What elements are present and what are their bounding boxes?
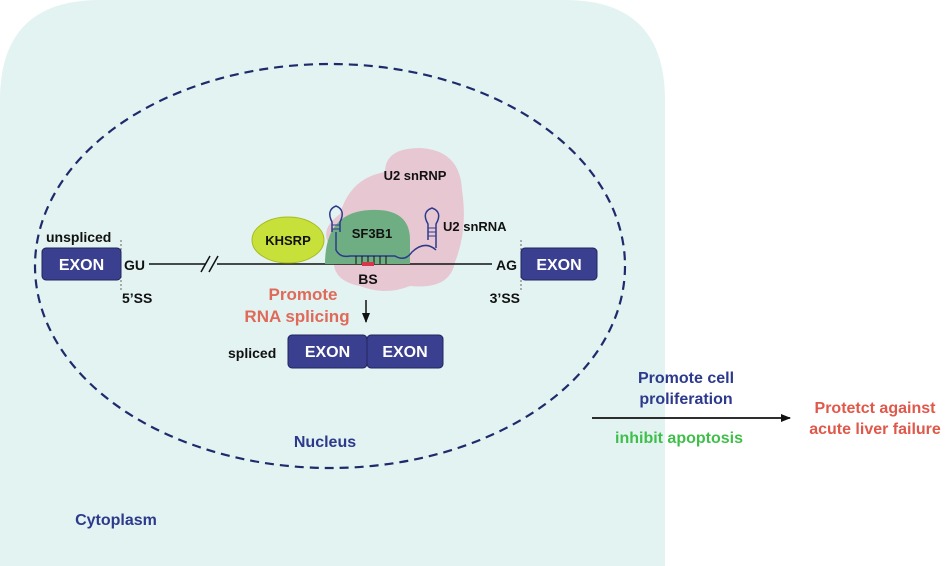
- khsrp-label: KHSRP: [265, 233, 311, 248]
- liver-protection-line1: Protetct against: [815, 400, 937, 417]
- acceptor-site-label: AG: [496, 257, 517, 273]
- cytoplasm-region: [0, 0, 665, 566]
- spliced-exon-1-label: EXON: [305, 344, 350, 361]
- nucleus-label: Nucleus: [294, 434, 356, 451]
- nucleus-membrane: [33, 62, 627, 470]
- promote-splicing-line1: Promote: [269, 285, 338, 304]
- ss3-label: 3’SS: [490, 290, 520, 306]
- u2-snrna-hairpin-right: [424, 207, 440, 248]
- promote-splicing-line2: RNA splicing: [244, 307, 349, 326]
- u2-snrna-hairpin-left: [329, 205, 343, 232]
- khsrp-protein: [251, 216, 325, 264]
- branch-site-label: BS: [358, 271, 377, 287]
- exon-left-box: [41, 247, 122, 281]
- u2-snrna-label: U2 snRNA: [443, 219, 507, 234]
- sf3b1-protein: [325, 209, 410, 264]
- spliced-exon-2-label: EXON: [382, 344, 427, 361]
- inhibit-apoptosis-label: inhibit apoptosis: [615, 430, 743, 447]
- exon-right-label: EXON: [536, 257, 581, 274]
- spliced-label: spliced: [228, 345, 276, 361]
- hairpin-right-rungs: [428, 227, 436, 237]
- branch-site-marker: [362, 262, 374, 266]
- break-mark-1: [200, 255, 211, 273]
- u2-snrna-strand: [335, 232, 437, 259]
- proliferation-line2: proliferation: [639, 391, 732, 408]
- hairpin-left-rungs: [332, 224, 340, 230]
- exon-left-label: EXON: [59, 257, 104, 274]
- liver-protection-line2: acute liver failure: [809, 421, 941, 438]
- sf3b1-label: SF3B1: [352, 226, 392, 241]
- unspliced-label: unspliced: [46, 229, 111, 245]
- exon-right-box: [520, 247, 598, 281]
- proliferation-line1: Promote cell: [638, 370, 734, 387]
- donor-site-label: GU: [124, 257, 145, 273]
- u2-snrnp-label: U2 snRNP: [384, 168, 447, 183]
- ss5-label: 5’SS: [122, 290, 152, 306]
- cytoplasm-label: Cytoplasm: [75, 512, 157, 529]
- break-mark-2: [208, 255, 219, 273]
- spliced-exon-2-box: [366, 334, 444, 369]
